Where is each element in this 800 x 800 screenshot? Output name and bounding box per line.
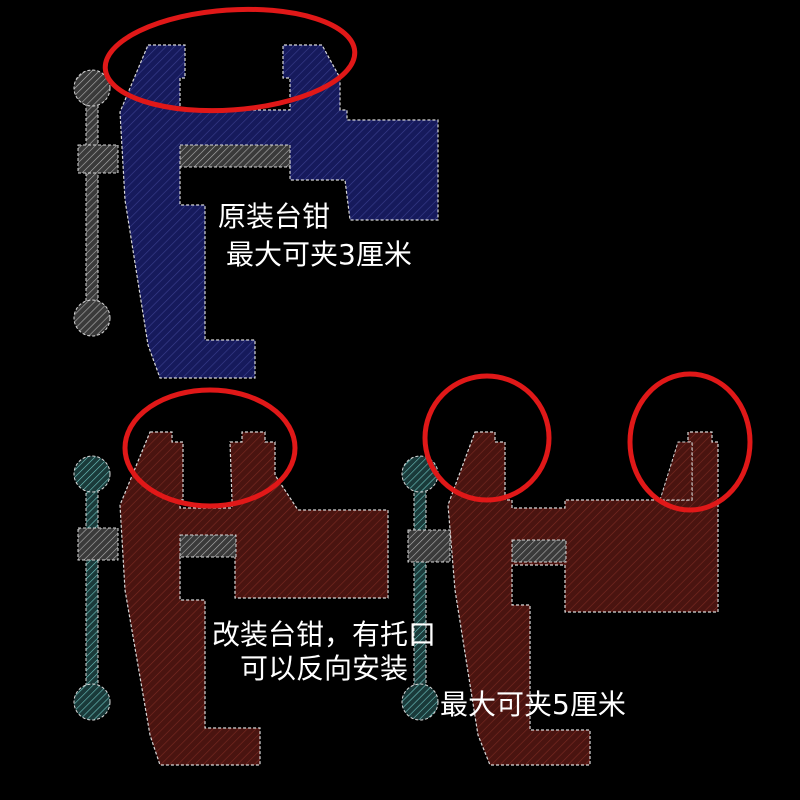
highlight-circle-reversed-left xyxy=(422,373,552,503)
screw-handle-icon xyxy=(401,455,451,721)
modified-vise-capacity: 最大可夹5厘米 xyxy=(440,688,626,721)
highlight-circle-reversed-right xyxy=(627,371,753,513)
vise-modified-body xyxy=(119,431,389,766)
vise-reversed-body xyxy=(447,431,719,766)
highlight-circle-original-jaws xyxy=(102,6,358,114)
vise-modified xyxy=(73,387,389,766)
vise-original-rail xyxy=(179,144,291,168)
modified-vise-title: 改装台钳，有托口 xyxy=(212,618,437,651)
vise-modified-rail xyxy=(179,534,237,558)
vise-reversed-jaw xyxy=(659,441,693,501)
screw-handle-icon xyxy=(73,69,119,337)
vise-reversed-rail xyxy=(511,539,567,563)
vise-original-body xyxy=(119,44,439,379)
vise-modified-reversed xyxy=(401,371,753,766)
original-vise-capacity: 最大可夹3厘米 xyxy=(226,238,412,271)
screw-handle-icon xyxy=(73,455,119,721)
highlight-circle-modified-jaws xyxy=(122,387,298,509)
modified-vise-note: 可以反向安装 xyxy=(240,652,409,685)
original-vise-title: 原装台钳 xyxy=(218,200,331,233)
vise-original xyxy=(73,6,439,379)
